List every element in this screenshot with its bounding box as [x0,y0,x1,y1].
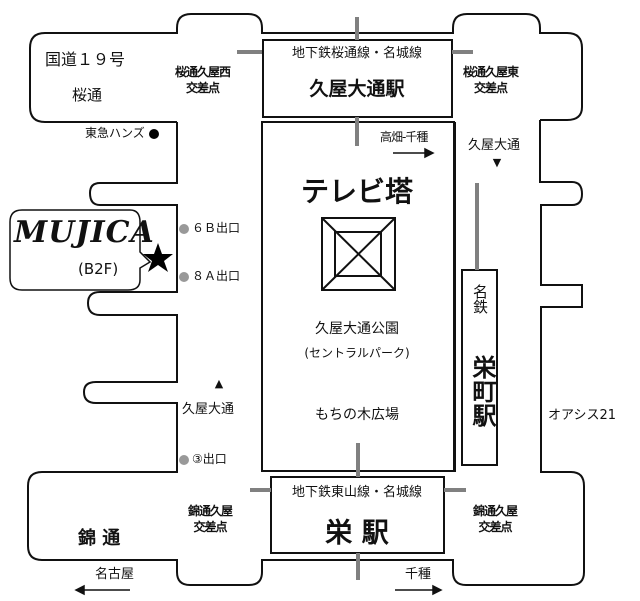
direction-takabata: 高畑-千種 [380,130,428,144]
intersection-se: 錦通久屋交差点 [473,504,518,534]
landmark-park-sub: (セントラルパーク) [304,346,410,360]
landmark-tv-tower: テレビ塔 [300,175,414,208]
location-dot-icon [148,128,159,139]
road-nishiki-dori: 錦 通 [78,528,121,549]
exit-dot-icon [179,271,189,282]
exit-dot-icon [179,454,189,465]
triangle-down-icon: ▼ [492,156,502,169]
exit-6b: ６Ｂ出口 [179,222,240,234]
rail-lines [237,17,479,580]
exit-dot-icon [179,223,189,234]
road-route19: 国道１９号 [45,50,126,69]
shop-floor: (B2F) [78,260,119,278]
intersection-sw: 錦通久屋交差点 [188,504,233,534]
direction-chikusa: 千種 [405,567,432,582]
road-hisaya-south: 久屋大通 [182,402,235,417]
meitetsu-line: 名鉄 [471,284,489,314]
landmark-park: 久屋大通公園 [315,321,399,337]
intersection-nw: 桜通久屋西交差点 [175,65,231,95]
landmark-oasis21: オアシス21 [548,408,617,423]
exit-3: ③出口 [179,453,227,465]
landmark-tokyu-hands: 東急ハンズ [85,127,159,139]
triangle-up-icon: ▲ [214,377,224,390]
intersection-ne: 桜通久屋東交差点 [463,65,519,95]
hisaya-station-name: 久屋大通駅 [309,78,405,100]
shop-name: MUJICA [14,215,155,250]
star-icon [143,243,173,272]
exit-8a: ８Ａ出口 [179,270,240,282]
sakae-station-line: 地下鉄東山線・名城線 [291,485,423,500]
hisaya-station-line: 地下鉄桜通線・名城線 [291,46,423,61]
direction-nagoya: 名古屋 [95,567,135,582]
shop-callout [9,209,152,291]
sakae-station-name: 栄 駅 [325,518,389,549]
meitetsu-station-name: 栄町駅 [468,355,496,427]
road-hisaya-north: 久屋大通 [467,138,521,153]
road-sakura-dori: 桜通 [72,86,103,104]
landmark-mochinoki: もちの木広場 [315,407,399,423]
